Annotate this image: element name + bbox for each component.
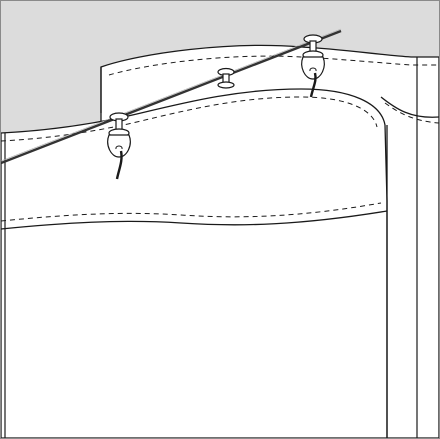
front-panel-header-bottom [1,210,388,230]
back-panel-hem-bottom [380,96,439,118]
back-panel-top-stitch [108,55,439,76]
tension-wire-highlight [1,28,342,162]
glider-hook-middle [217,67,235,89]
front-panel-body [1,88,388,438]
front-panel-header-stitch [1,202,382,222]
glider-hook-back [301,34,325,98]
glider-hook-front [107,112,131,180]
back-panel-hem-stitch [384,102,439,124]
front-curtain-panel [1,88,388,438]
tension-wire [1,29,342,165]
front-panel-top-stitch [1,96,378,142]
